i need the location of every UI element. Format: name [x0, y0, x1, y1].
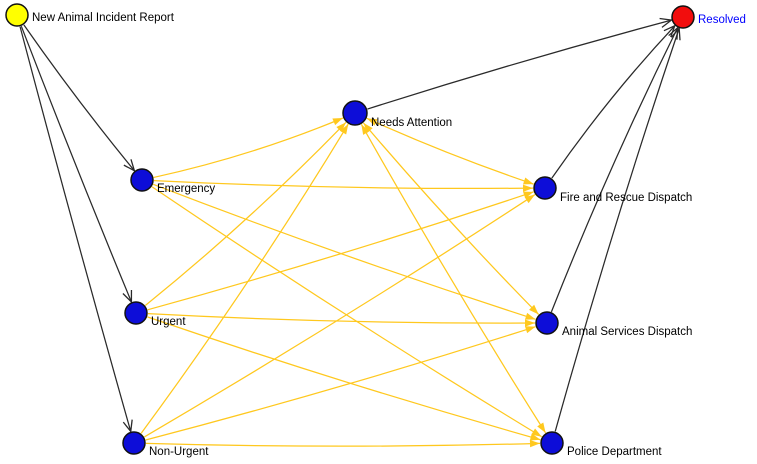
node-animal[interactable]: [535, 311, 559, 335]
arrowhead-new-emergency: [123, 159, 136, 173]
node-label-resolved: Resolved: [698, 14, 746, 26]
node-label-fire: Fire and Rescue Dispatch: [560, 192, 692, 204]
edge-urgent-fire: [147, 191, 534, 311]
node-nonurgent[interactable]: [122, 431, 146, 455]
edge-new-emergency: [23, 24, 135, 172]
node-new[interactable]: [5, 3, 29, 27]
arrowhead-police-resolved: [670, 26, 681, 41]
node-emergency[interactable]: [130, 168, 154, 192]
edge-nonurgent-police: [145, 442, 541, 447]
node-needs_attention[interactable]: [342, 100, 368, 126]
arrowhead-animal-needs_attention: [363, 122, 373, 133]
arrowhead-fire-needs_attention: [366, 118, 378, 126]
arrowhead-urgent-police: [529, 433, 541, 441]
arrowhead-nonurgent-fire: [524, 194, 535, 204]
node-label-nonurgent: Non-Urgent: [149, 446, 209, 458]
edge-fire-resolved: [551, 25, 676, 179]
node-label-police: Police Department: [567, 446, 662, 458]
node-police[interactable]: [540, 431, 564, 455]
edge-new-nonurgent: [19, 26, 132, 432]
node-label-new: New Animal Incident Report: [32, 12, 175, 24]
edge-emergency-fire: [153, 179, 534, 190]
edge-needs_attention-fire: [366, 117, 534, 185]
node-label-emergency: Emergency: [157, 183, 215, 195]
edge-urgent-needs_attention: [144, 121, 347, 306]
edge-new-urgent: [20, 25, 132, 303]
edge-nonurgent-animal: [145, 326, 536, 441]
arrowhead-nonurgent-police: [529, 440, 541, 448]
arrowhead-urgent-fire: [523, 191, 534, 199]
node-resolved[interactable]: [671, 5, 695, 29]
arrowhead-urgent-needs_attention: [336, 122, 346, 133]
node-urgent[interactable]: [124, 301, 148, 325]
edge-emergency-police: [151, 186, 543, 438]
arrowhead-emergency-animal: [524, 312, 536, 320]
edge-needs_attention-animal: [362, 122, 540, 315]
node-label-needs_attention: Needs Attention: [371, 117, 452, 129]
edge-urgent-police: [147, 316, 541, 441]
arrowhead-emergency-police: [531, 428, 542, 437]
arrowhead-new-nonurgent: [122, 419, 133, 434]
edge-emergency-animal: [152, 183, 536, 320]
arrowhead-new-urgent: [122, 289, 133, 304]
arrowhead-nonurgent-needs_attention: [340, 124, 349, 135]
edge-animal-resolved: [550, 27, 679, 313]
node-fire[interactable]: [533, 176, 557, 200]
arrowhead-needs_attention-police: [537, 422, 546, 433]
edge-needs_attention-resolved: [367, 19, 672, 110]
edge-nonurgent-fire: [144, 194, 536, 438]
arrowhead-police-needs_attention: [361, 124, 370, 135]
edge-urgent-animal: [147, 313, 536, 324]
arrowhead-nonurgent-animal: [524, 326, 536, 334]
node-label-animal: Animal Services Dispatch: [562, 326, 692, 338]
arrowhead-emergency-fire: [522, 184, 534, 192]
arrowhead-urgent-animal: [524, 319, 536, 327]
arrowhead-emergency-needs_attention: [332, 117, 343, 126]
edge-needs_attention-police: [360, 124, 547, 434]
arrowhead-needs_attention-fire: [523, 177, 534, 185]
arrowhead-needs_attention-animal: [529, 304, 539, 315]
edge-nonurgent-needs_attention: [140, 123, 349, 434]
node-label-urgent: Urgent: [151, 316, 186, 328]
arrowhead-needs_attention-resolved: [659, 17, 674, 28]
edge-emergency-needs_attention: [153, 117, 344, 179]
edge-police-resolved: [554, 28, 680, 432]
